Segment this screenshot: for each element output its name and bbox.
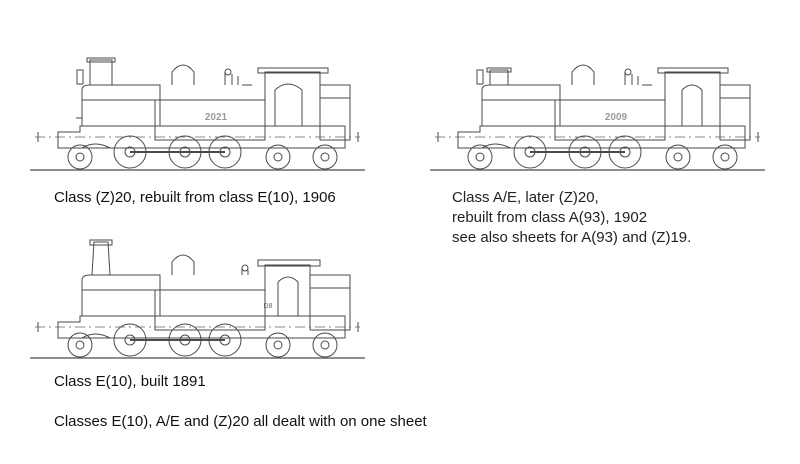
locomotive-drawing-class-z20: 2021 [30,57,365,171]
caption-line: see also sheets for A(93) and (Z)19. [452,229,692,246]
locomotive-drawing-class-ae: 2009 [430,64,765,171]
locomotive-drawing-class-e10: D8 [30,239,365,359]
caption-line: Class E(10), built 1891 [54,373,206,390]
caption-class-z20: Class (Z)20, rebuilt from class E(10), 1… [54,188,336,208]
caption-class-ae: Class A/E, later (Z)20, rebuilt from cla… [452,188,691,248]
caption-class-e10: Class E(10), built 1891 [54,372,206,392]
number-plate-z20: 2021 [205,112,228,123]
number-plate-e10: D8 [264,303,273,310]
caption-line: rebuilt from class A(93), 1902 [452,209,648,226]
caption-line: Class (Z)20, rebuilt from class E(10), 1… [54,189,336,206]
caption-line: Class A/E, later (Z)20, [452,189,599,206]
footer-note: Classes E(10), A/E and (Z)20 all dealt w… [54,413,427,430]
number-plate-ae: 2009 [605,112,628,123]
